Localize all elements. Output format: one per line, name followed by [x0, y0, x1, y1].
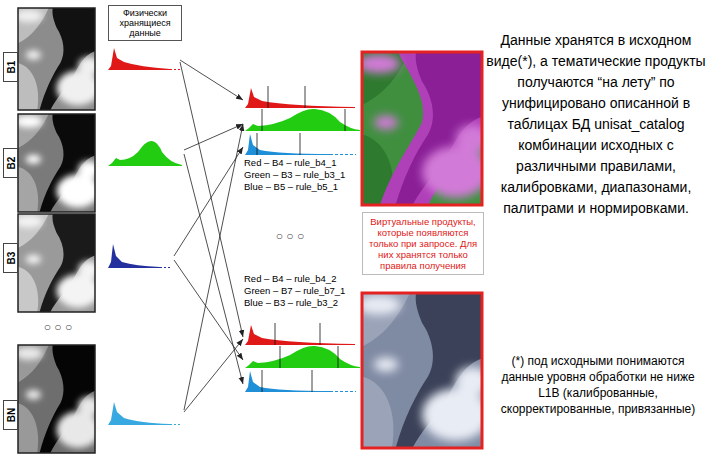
band-image	[15, 114, 100, 212]
band-label: B2	[3, 148, 18, 178]
histogram	[108, 402, 182, 425]
description-text: Данные хранятся в исходном виде(*), а те…	[486, 30, 706, 219]
band-name: B1	[5, 61, 16, 74]
histogram	[245, 86, 360, 155]
band-name: B3	[5, 252, 16, 265]
band-name: B2	[5, 157, 16, 170]
virtual-products-note: Виртуальные продукты, которые появляются…	[362, 212, 484, 275]
rule-text: Green – B3 – rule_b3_1	[244, 169, 345, 181]
rule-text: Red – B4 – rule_b4_1	[244, 157, 336, 169]
histogram	[245, 323, 360, 392]
band-image	[15, 345, 100, 453]
band-image	[15, 214, 100, 312]
rule-text: Red – B4 – rule_b4_2	[244, 273, 336, 285]
histogram	[108, 141, 182, 166]
rule-text: Green – B7 – rule_b7_1	[244, 285, 345, 297]
node-text: Виртуальные продукты, которые появляются…	[366, 216, 480, 271]
composite-image	[357, 293, 489, 448]
band-name: BN	[5, 408, 16, 422]
band-label: B1	[3, 52, 18, 82]
band-label: B3	[3, 243, 18, 273]
rule-text: Blue – B3 – rule_b3_2	[244, 297, 338, 309]
footnote-text: (*) под исходными понимаются данные уров…	[492, 353, 704, 417]
ellipsis: ○ ○ ○	[30, 320, 86, 334]
histogram	[108, 244, 172, 268]
histogram	[108, 48, 180, 70]
flow-arrows	[174, 60, 243, 412]
composite-image	[357, 52, 489, 205]
storage-header-box: Физически хранящиеся данные	[108, 5, 182, 41]
band-label: BN	[3, 400, 18, 430]
ellipsis: ○ ○ ○	[262, 229, 318, 243]
node-text: Физически хранящиеся данные	[112, 8, 178, 38]
rule-text: Blue – B5 – rule_b5_1	[244, 181, 338, 193]
band-image	[15, 8, 100, 110]
